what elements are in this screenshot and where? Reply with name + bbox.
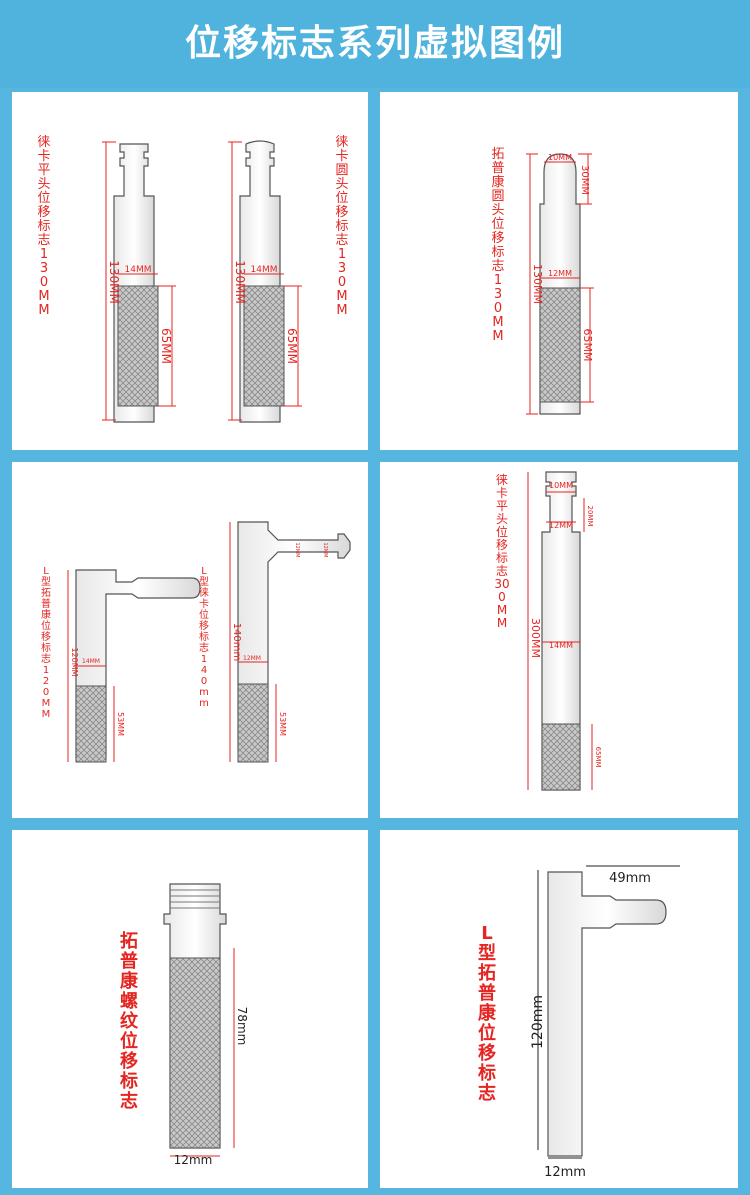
rod-l-leica-140: [237, 521, 351, 763]
dim-grip-3: 65MM: [581, 329, 594, 362]
panel-l-type-a: 120MM 14MM 53MM 140mm 12MM 53MM 12MM 12M…: [12, 462, 368, 818]
dim-diameter-1: 14MM: [125, 265, 152, 275]
panel-4-drawing: 10MM 20MM 12MM 300MM 14MM 65MM: [527, 471, 602, 791]
label-l-topcon: L型拓普康位移标志: [478, 923, 496, 1104]
panel-topcon-130: 10MM 30MM 130MM 12MM 65MM 拓普康圆头位移标志130MM: [380, 92, 738, 450]
dim-l-total: 120mm: [530, 995, 546, 1049]
dim-arm-a: 12MM: [294, 543, 300, 558]
rod-leica-flat: [113, 143, 159, 423]
header-bar: 位移标志系列虚拟图例: [0, 0, 750, 88]
dim-neck-h: 20MM: [586, 506, 594, 527]
label-leica-flat-300: 徕卡平头位移标志300MM: [494, 473, 510, 630]
label-leica-flat-130: 徕卡平头位移标志130MM: [37, 135, 51, 318]
page-title: 位移标志系列虚拟图例: [184, 23, 565, 64]
panel-2-drawing: 10MM 30MM 130MM 12MM 65MM: [526, 153, 594, 415]
dim-arm-b: 12MM: [322, 543, 328, 558]
dim-neck-d: 12MM: [549, 521, 573, 530]
label-l-leica-140: L型徕卡位移标志 140mm: [199, 566, 209, 709]
dim-total-5: 140mm: [231, 623, 242, 662]
dim-l-arm: 49mm: [609, 871, 651, 886]
dim-top-d: 10MM: [549, 481, 573, 490]
dim-grip-4: 53MM: [116, 712, 125, 736]
panel-5-drawing: 78mm 12mm: [163, 883, 249, 1167]
dim-diameter-4: 14MM: [82, 658, 100, 665]
dim-total-3: 130MM: [531, 264, 544, 304]
dim-thread-diameter: 12mm: [174, 1153, 213, 1167]
dim-grip-1: 65MM: [159, 328, 173, 364]
panel-3-drawing: 120MM 14MM 53MM 140mm 12MM 53MM 12MM 12M…: [67, 521, 351, 763]
dim-head-d: 10MM: [548, 153, 572, 162]
dim-diameter-3: 12MM: [548, 269, 572, 278]
panel-1-drawing: 130MM 14MM 65MM 130MM 14MM 65MM: [102, 140, 302, 423]
panel-6-drawing: 49mm 120mm 12mm: [530, 865, 680, 1180]
panel-leica-130: 130MM 14MM 65MM 130MM 14MM 65MM 徕卡平头位移标志…: [12, 92, 368, 450]
dim-grip-6: 65MM: [594, 747, 602, 768]
rod-leica-round: [239, 140, 285, 423]
dim-thread-length: 78mm: [235, 1007, 249, 1046]
dim-head-h: 30MM: [579, 165, 590, 195]
dim-total-2: 130MM: [233, 260, 247, 304]
label-topcon-thread: 拓普康螺纹位移标志: [120, 931, 138, 1112]
dim-total-1: 130MM: [107, 260, 121, 304]
panel-topcon-thread: 78mm 12mm 拓普康螺纹位移标志: [12, 830, 368, 1188]
dim-l-diameter: 12mm: [544, 1165, 586, 1180]
label-topcon-round-130: 拓普康圆头位移标志130MM: [491, 147, 505, 344]
label-leica-round-130: 徕卡圆头位移标志130MM: [335, 135, 349, 318]
rod-l-topcon: [547, 871, 667, 1157]
rod-l-topcon-120: [75, 569, 201, 763]
dim-diameter-6: 14MM: [549, 641, 573, 650]
rod-topcon-round: [539, 153, 581, 415]
dim-diameter-2: 14MM: [251, 265, 278, 275]
dim-total-6: 300MM: [529, 618, 542, 658]
label-l-topcon-120: L型拓普康位移标志120MM: [41, 566, 51, 720]
panel-leica-300: 10MM 20MM 12MM 300MM 14MM 65MM 徕卡平头位移标志3…: [380, 462, 738, 818]
dim-grip-5: 53MM: [278, 712, 287, 736]
rod-leica-300: [541, 471, 581, 791]
dim-total-4: 120MM: [70, 647, 79, 676]
rod-topcon-thread: [163, 883, 227, 1149]
dim-grip-2: 65MM: [285, 328, 299, 364]
panel-l-topcon: 49mm 120mm 12mm L型拓普康位移标志: [380, 830, 738, 1188]
dim-diameter-5: 12MM: [243, 655, 261, 662]
